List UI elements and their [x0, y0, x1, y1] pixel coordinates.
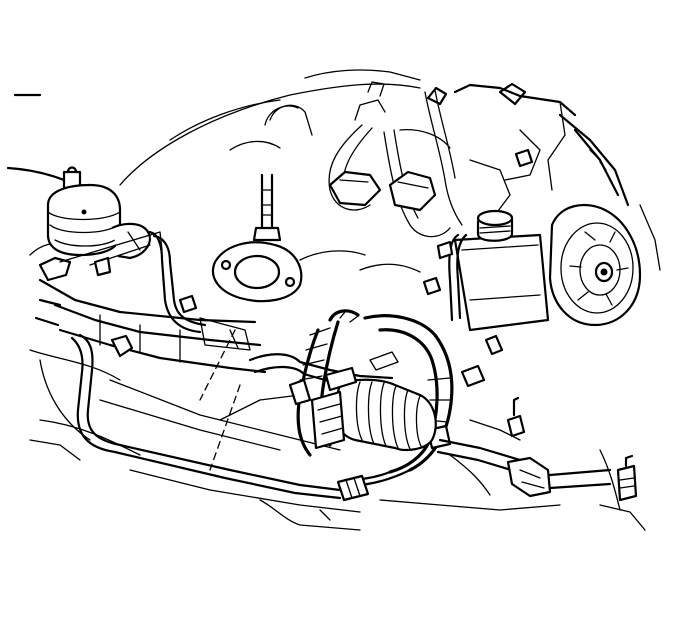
- hose-fittings: [288, 334, 526, 502]
- exhaust-flange: [212, 241, 303, 303]
- pump-pulley: [548, 113, 661, 327]
- rack-boot: [310, 366, 437, 451]
- frame-bracket: [599, 454, 646, 531]
- distributor-cap: [328, 170, 437, 212]
- steering-gear-valve: [46, 166, 151, 260]
- power-steering-pump: [448, 209, 550, 332]
- oxygen-sensor: [252, 173, 282, 242]
- steering-rack: [34, 231, 267, 374]
- engine-block-outline: [6, 69, 577, 273]
- fasteners: [81, 148, 608, 314]
- ignition-wires: [264, 81, 527, 238]
- tie-rod: [379, 419, 621, 511]
